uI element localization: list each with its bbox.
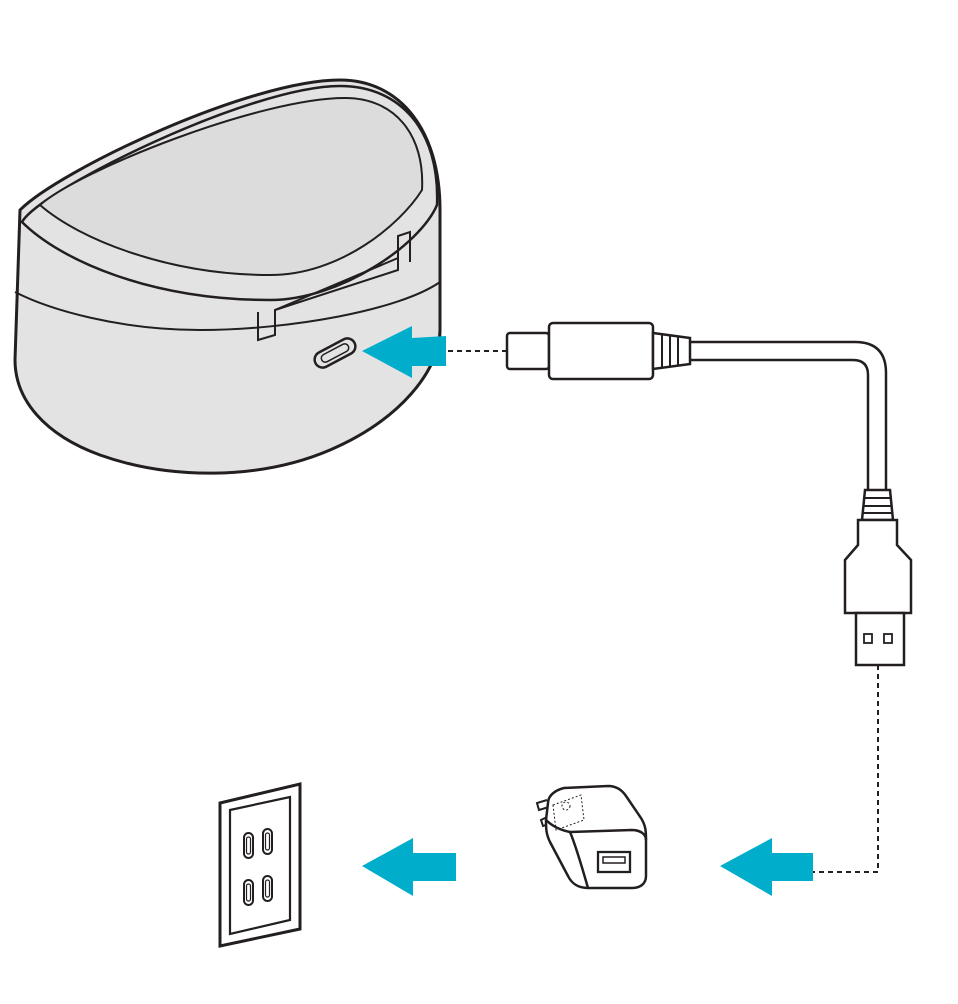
cable-usb-a-housing (843, 518, 913, 615)
adapter-cube-vertical-edge (568, 831, 590, 889)
cable-usb-a-contact-right (883, 633, 893, 644)
arrow-adapter-to-outlet (362, 838, 456, 896)
adapter-prong-top (535, 799, 550, 812)
case-hinge-slot (257, 230, 411, 342)
case-rim-line (14, 281, 441, 332)
dashed-line-cable-to-adapter (812, 665, 879, 873)
cable-usb-a-contact-left (863, 633, 873, 644)
case-usb-c-port-inner (320, 343, 350, 363)
arrow-cable-to-case (362, 326, 446, 378)
charging-case-icon (13, 78, 442, 475)
case-hinge-slot-inner (274, 257, 399, 311)
adapter-cube-front-edge (545, 819, 648, 841)
case-lid-pad (38, 96, 424, 277)
cable-usb-c-housing (547, 321, 655, 381)
adapter-usb-port-tongue (602, 856, 626, 864)
outlet-face (228, 795, 292, 936)
usb-c-cable-icon (505, 321, 913, 667)
arrow-cable-to-adapter (720, 838, 813, 896)
cable-usb-c-tip (505, 331, 551, 371)
adapter-label-mark (561, 801, 571, 811)
wall-outlet-icon (218, 782, 302, 948)
usb-power-adapter-icon (535, 784, 648, 890)
cable-wire-inner (690, 358, 870, 490)
cable-wire-outer (690, 340, 888, 490)
adapter-label-outline (552, 794, 585, 831)
cable-usb-c-strain-relief (651, 331, 692, 371)
